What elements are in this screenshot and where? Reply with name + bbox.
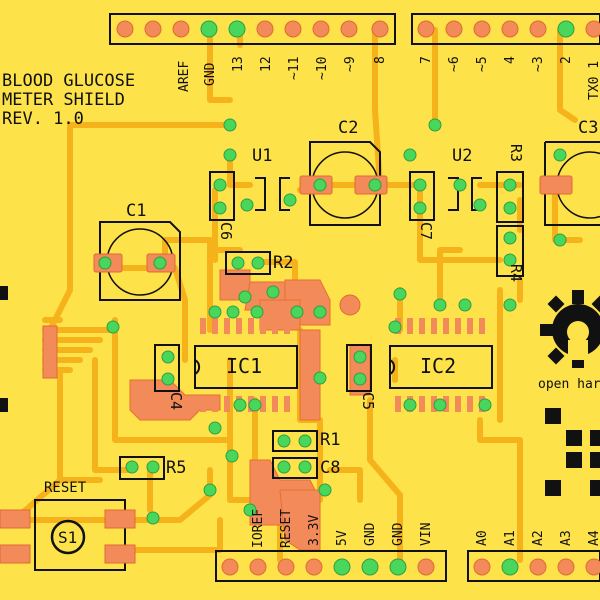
logo-blocks [545, 408, 600, 496]
label-u2: U2 [452, 146, 473, 166]
label-r1: R1 [320, 430, 341, 450]
pin-label-6: ~6 [447, 56, 462, 72]
header-pins [116, 20, 600, 576]
title-line-1: BLOOD GLUCOSE [2, 71, 136, 91]
pin-label-2: 2 [559, 56, 574, 64]
label-ic2: IC2 [420, 354, 457, 378]
label-c5: C5 [359, 392, 377, 411]
pin-label-tx: TX0 1 [587, 61, 600, 100]
copper-pours [129, 269, 371, 551]
pin-label-gnd-2: GND [391, 522, 406, 546]
mounting-hole [339, 294, 361, 316]
label-r4: R4 [507, 264, 525, 283]
title-line-3: REV. 1.0 [2, 109, 84, 129]
label-c1: C1 [126, 201, 147, 221]
pin-label-5: ~5 [475, 56, 490, 72]
edge-clips [0, 286, 8, 412]
pin-label-5v: 5V [335, 530, 350, 546]
pin-label-7: 7 [419, 56, 434, 64]
label-c4: C4 [167, 392, 185, 411]
pin-label-vin: VIN [419, 522, 434, 546]
label-c2: C2 [338, 118, 359, 138]
pin-label-gnd-top: GND [203, 62, 218, 86]
pin-label-a4: A4 [587, 530, 600, 546]
label-c6: C6 [217, 222, 235, 241]
pin-label-9: ~9 [343, 56, 358, 72]
pin-label-a3: A3 [559, 530, 574, 546]
label-s1: S1 [58, 528, 78, 547]
vias [98, 118, 567, 525]
title-line-2: METER SHIELD [2, 90, 125, 110]
pin-label-aref: AREF [177, 60, 192, 92]
pin-label-a2: A2 [531, 530, 546, 546]
pin-label-a0: A0 [475, 530, 490, 546]
pin-label-4: 4 [503, 56, 518, 64]
label-c7: C7 [417, 222, 435, 241]
pin-label-8: 8 [373, 56, 388, 64]
pin-label-12: 12 [259, 56, 274, 72]
open-hardware-logo-text: open har [538, 377, 600, 392]
label-c3: C3 [578, 118, 599, 138]
label-r2: R2 [273, 253, 294, 273]
pin-label-a1: A1 [503, 530, 518, 546]
open-hardware-gear-icon [540, 290, 600, 368]
label-reset: RESET [44, 480, 87, 496]
label-ic1: IC1 [226, 354, 263, 378]
pin-label-3: ~3 [531, 56, 546, 72]
pin-label-reset: RESET [279, 508, 294, 548]
pin-label-11: ~11 [287, 56, 302, 80]
label-c8: C8 [320, 458, 341, 478]
silkscreen [34, 13, 600, 582]
label-u1: U1 [252, 146, 273, 166]
component-pads [0, 175, 573, 564]
pin-label-gnd-1: GND [363, 522, 378, 546]
pin-label-10: ~10 [315, 56, 330, 80]
label-r5: R5 [166, 458, 187, 478]
board-title: BLOOD GLUCOSE METER SHIELD REV. 1.0 [2, 72, 135, 129]
pin-label-13: 13 [231, 56, 246, 72]
label-r3: R3 [507, 144, 525, 163]
pin-label-3v3: 3.3V [307, 514, 322, 546]
pin-label-ioref: IOREF [251, 508, 266, 548]
